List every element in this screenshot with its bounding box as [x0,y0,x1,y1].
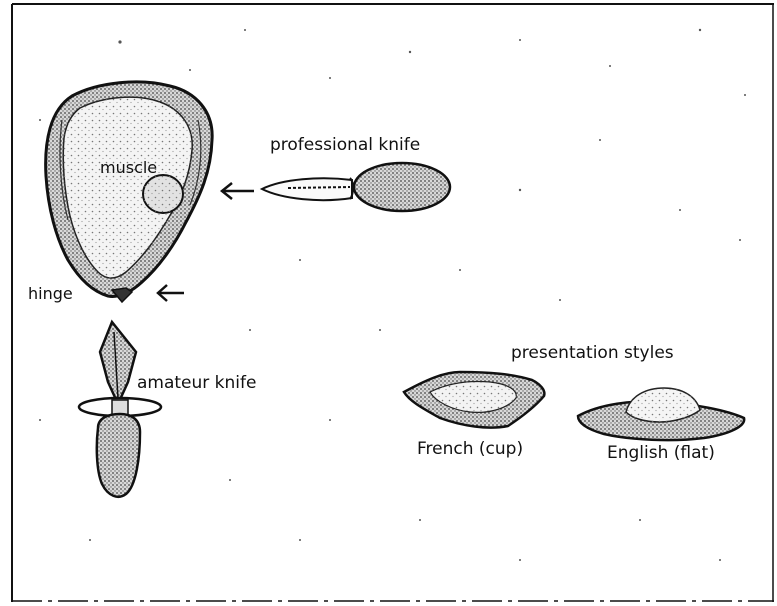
professional-knife-label: professional knife [270,137,420,154]
oyster-muscle [143,175,183,213]
hinge-label: hinge [28,286,73,302]
english-flat-label: English (flat) [607,445,715,462]
arrow-to-muscle [222,183,254,199]
presentation-styles-label: presentation styles [511,345,674,362]
amateur-knife-label: amateur knife [137,375,256,392]
french-cup-oyster [404,372,544,428]
english-flat-oyster [578,388,744,440]
arrow-to-hinge [158,285,184,301]
muscle-label: muscle [100,160,157,176]
french-cup-label: French (cup) [417,441,523,458]
amateur-knife [79,322,161,497]
professional-knife [262,163,450,211]
oyster-shell [46,82,213,302]
